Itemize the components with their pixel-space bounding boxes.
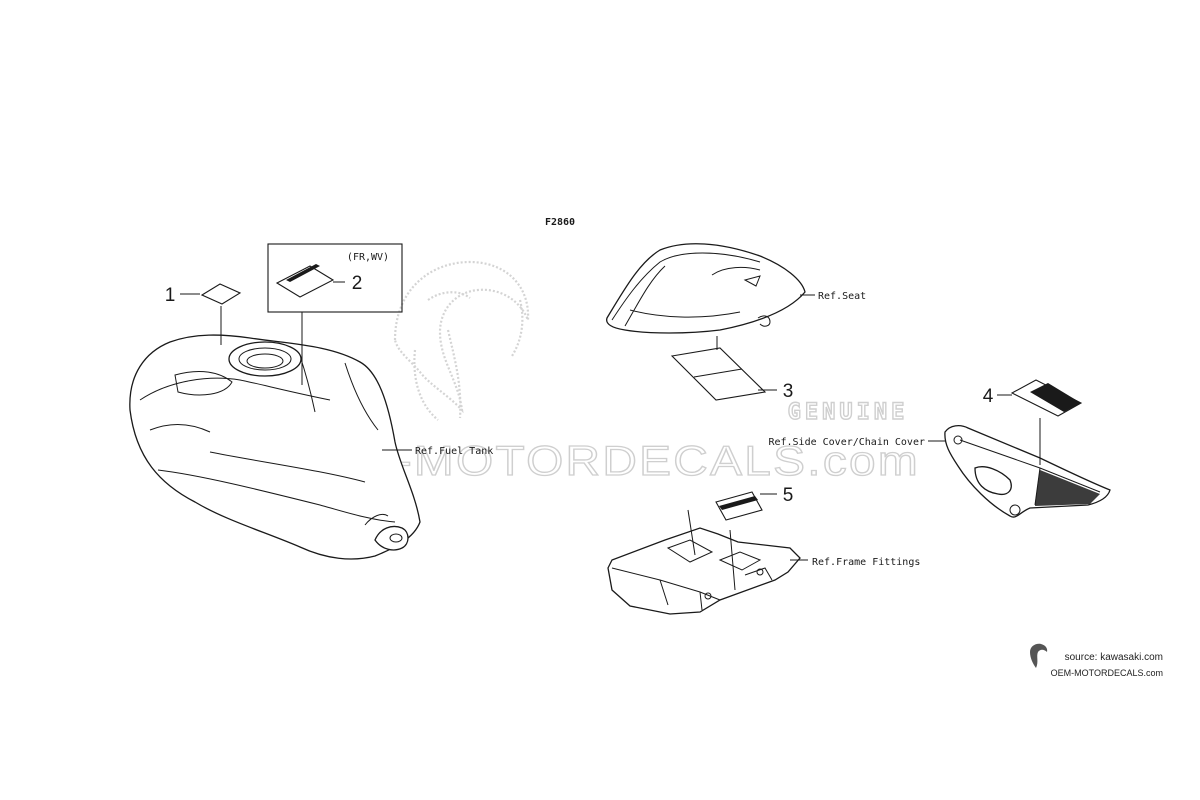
callout-2-number: 2 bbox=[352, 273, 363, 294]
decal-1 bbox=[200, 283, 242, 305]
seat-ref: Ref.Seat bbox=[818, 291, 866, 302]
credit-bird-icon bbox=[1030, 643, 1048, 668]
figure-code: F2860 bbox=[545, 217, 575, 228]
seat-drawing bbox=[606, 243, 806, 334]
decal-3 bbox=[670, 347, 767, 401]
callout-3-number: 3 bbox=[783, 381, 794, 402]
variant-box bbox=[267, 243, 403, 313]
frame-fittings-drawing bbox=[607, 509, 801, 615]
callout-1-number: 1 bbox=[165, 285, 176, 306]
watermark-genuine-text: GENUINE bbox=[788, 400, 909, 425]
side-cover-ref: Ref.Side Cover/Chain Cover bbox=[768, 437, 925, 448]
decal-2 bbox=[275, 265, 335, 298]
callout-5-number: 5 bbox=[783, 485, 794, 506]
credit-site-text: OEM-MOTORDECALS.com bbox=[1051, 668, 1163, 678]
frame-fittings-ref: Ref.Frame Fittings bbox=[812, 557, 920, 568]
fuel-tank-ref: Ref.Fuel Tank bbox=[415, 446, 493, 457]
callout-4-number: 4 bbox=[983, 386, 994, 407]
credit-source-text: source: kawasaki.com bbox=[1065, 652, 1163, 663]
source-credit: source: kawasaki.com OEM-MOTORDECALS.com bbox=[1030, 643, 1163, 678]
watermark-bird-logo bbox=[393, 260, 530, 421]
fuel-tank-drawing bbox=[129, 334, 421, 560]
variant-note: (FR,WV) bbox=[347, 252, 389, 263]
chain-cover-drawing bbox=[944, 425, 1111, 518]
